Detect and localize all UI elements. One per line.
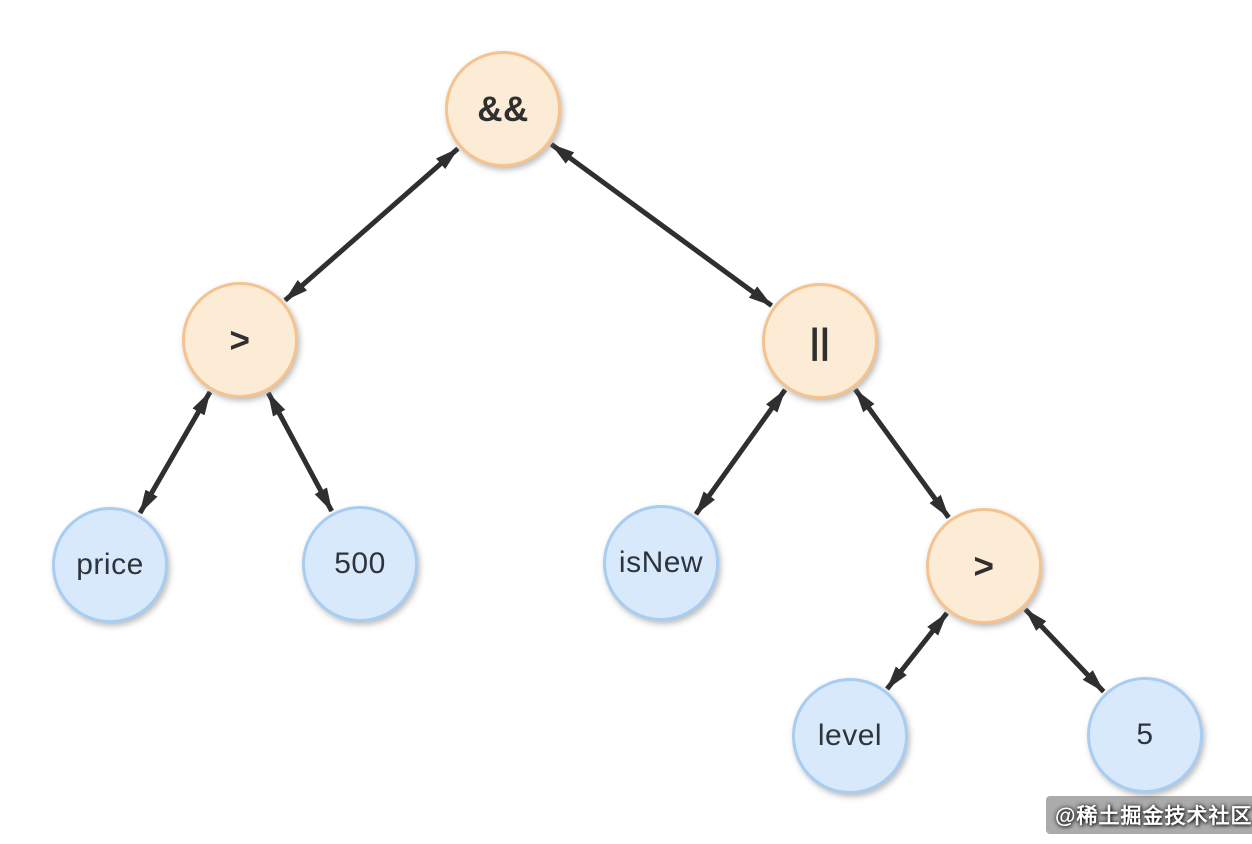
tree-node-gt1: > [182, 282, 298, 398]
node-label: && [477, 89, 529, 129]
tree-node-isnew: isNew [603, 505, 719, 621]
tree-node-and: && [445, 51, 561, 167]
node-label: > [973, 546, 995, 586]
watermark-badge: @稀土掘金技术社区 [1046, 796, 1252, 834]
node-label: level [817, 719, 883, 752]
tree-edge-gt2-level [885, 611, 949, 691]
node-label: > [229, 320, 251, 360]
tree-node-level: level [792, 678, 908, 794]
tree-edge-or-isnew [693, 388, 788, 516]
node-label: price [76, 548, 144, 581]
tree-node-price: price [52, 507, 168, 623]
tree-node-or: || [762, 283, 878, 399]
tree-node-v500: 500 [302, 506, 418, 622]
tree-edge-and-gt1 [283, 146, 460, 303]
tree-edge-gt2-v5 [1023, 607, 1106, 694]
tree-edge-gt1-v500 [266, 391, 334, 513]
tree-edge-and-or [549, 142, 774, 308]
node-label: 500 [334, 547, 386, 580]
node-label: isNew [618, 546, 704, 579]
tree-edge-or-gt2 [853, 388, 951, 519]
tree-edge-gt1-price [137, 390, 213, 515]
node-label: 5 [1136, 718, 1154, 751]
node-label: || [809, 321, 831, 361]
watermark-text: @稀土掘金技术社区 [1055, 805, 1252, 828]
tree-node-gt2: > [926, 508, 1042, 624]
tree-node-v5: 5 [1087, 677, 1203, 793]
